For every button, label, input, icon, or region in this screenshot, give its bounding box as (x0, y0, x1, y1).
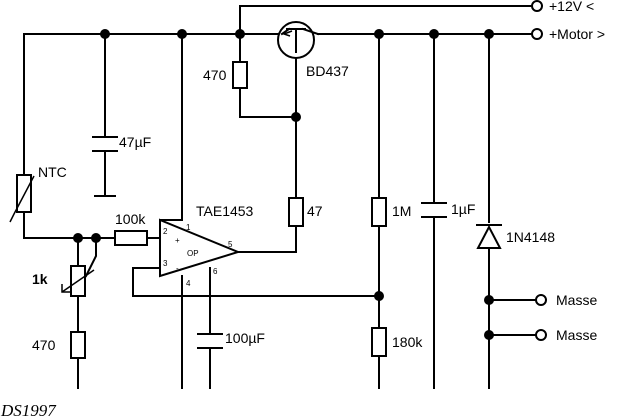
capacitor-47uf-label: 47µF (119, 134, 151, 150)
author-signature: DS1997 (0, 401, 57, 420)
capacitor-100uf-label: 100µF (225, 330, 265, 346)
resistor-180k (371, 327, 387, 357)
terminal-12v (531, 0, 543, 12)
capacitor-100uf (197, 333, 223, 349)
opamp-tae1453 (159, 218, 241, 278)
pin-5-label: 5 (228, 240, 233, 249)
ntc-label: NTC (38, 164, 67, 180)
pin-1-label: 1 (186, 223, 191, 232)
resistor-47 (288, 197, 304, 227)
diode-label: 1N4148 (506, 229, 555, 245)
resistor-100k (114, 230, 148, 246)
transistor-label: BD437 (306, 63, 349, 79)
resistor-1m (371, 197, 387, 227)
capacitor-1uf-label: 1µF (451, 201, 475, 217)
resistor-180k-label: 180k (392, 334, 423, 350)
terminal-ground-1-label: Masse (556, 292, 597, 308)
capacitor-1uf (421, 202, 447, 218)
resistor-1m-label: 1M (392, 203, 411, 219)
pin-3-label: 3 (163, 259, 168, 268)
junctions (73, 29, 494, 340)
opamp-plus-label: + (175, 236, 180, 245)
resistor-470-top-label: 470 (203, 67, 227, 83)
resistor-100k-label: 100k (115, 211, 146, 227)
transistor-bd437 (277, 21, 320, 59)
pin-4-label: 4 (186, 279, 191, 288)
resistor-470-bottom-label: 470 (32, 337, 56, 353)
terminal-ground-2-label: Masse (556, 327, 597, 343)
opamp-label: TAE1453 (196, 203, 254, 219)
resistor-470-top (232, 61, 248, 89)
pin-2-label: 2 (163, 227, 168, 236)
resistor-470-bottom (70, 331, 86, 359)
resistor-47-label: 47 (307, 203, 323, 219)
terminal-ground-2 (535, 329, 547, 341)
capacitor-47uf (92, 136, 118, 152)
potentiometer-1k-label: 1k (32, 271, 48, 287)
wiring (23, 5, 537, 389)
opamp-minus-label: - (176, 264, 179, 273)
terminal-motor-label: +Motor > (549, 26, 605, 42)
terminal-12v-label: +12V < (549, 0, 594, 14)
terminal-motor (531, 28, 543, 40)
terminal-ground-1 (535, 294, 547, 306)
pin-6-label: 6 (213, 267, 218, 276)
ntc-thermistor (9, 174, 35, 223)
opamp-inner-label: OP (187, 249, 199, 258)
diode-1n4148 (476, 224, 502, 249)
potentiometer-1k (61, 265, 95, 297)
